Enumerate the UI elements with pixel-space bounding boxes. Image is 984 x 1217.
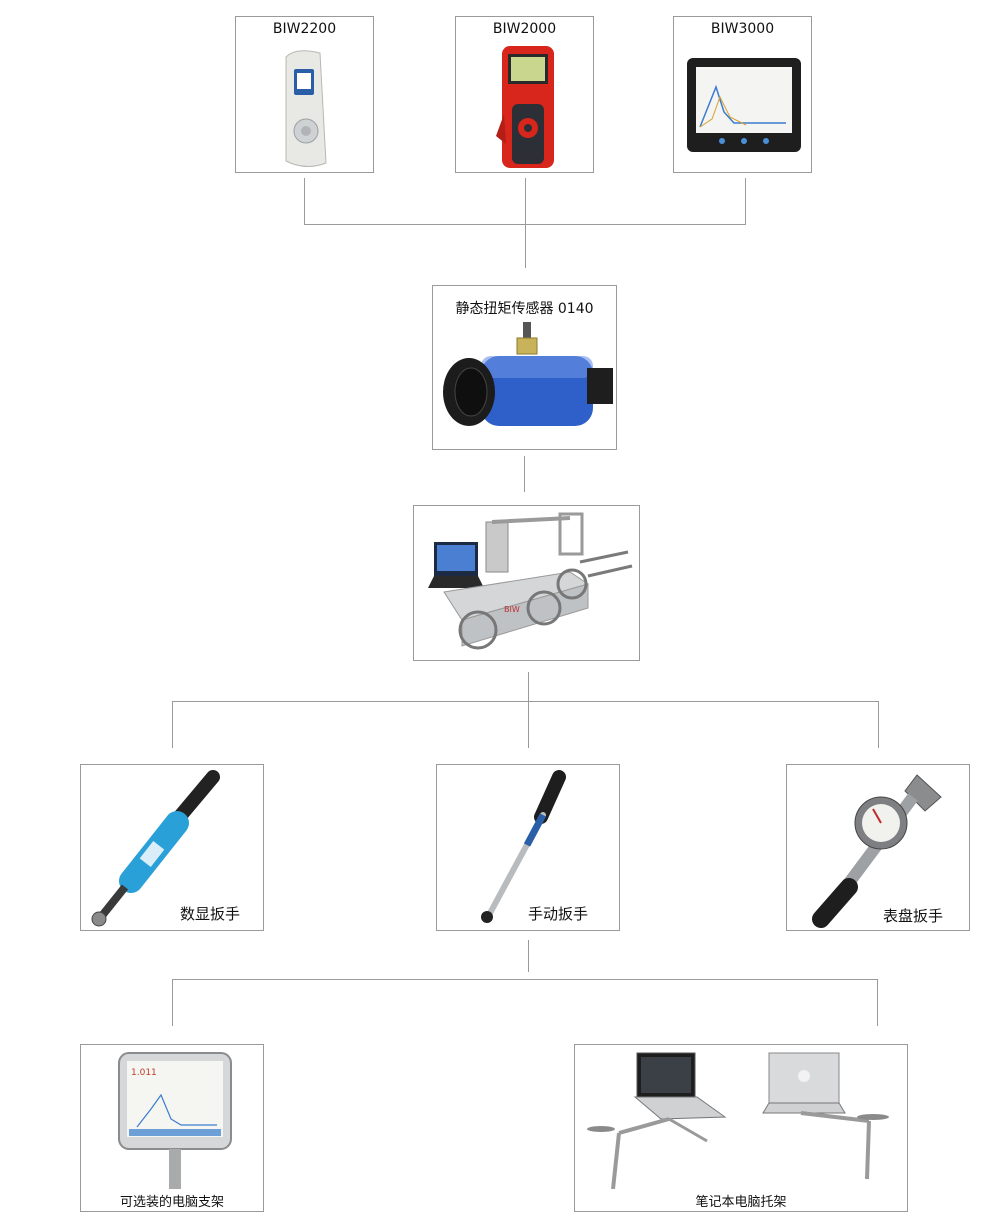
wrench-label-dial: 表盘扳手 <box>883 907 944 925</box>
wrench-box-manual: 手动扳手 <box>436 764 620 931</box>
handheld-meter-icon <box>285 50 327 167</box>
wrench-label-manual: 手动扳手 <box>528 905 589 923</box>
calibration-bench-box: BIW <box>413 505 640 661</box>
tablet-display-icon <box>687 58 801 152</box>
laptop-stand-icon <box>587 1052 889 1189</box>
wrench-box-dial: 表盘扳手 <box>786 764 970 931</box>
digital-wrench-icon <box>91 770 220 927</box>
device-label-biw2200: BIW2200 <box>272 21 337 37</box>
stand-box-computer: 1.011 可选装的电脑支架 <box>80 1044 264 1212</box>
svg-text:1.011: 1.011 <box>131 1068 157 1078</box>
wrench-box-digital: 数显扳手 <box>80 764 264 931</box>
device-box-biw2000: BIW2000 <box>455 16 594 173</box>
stand-label-laptop: 笔记本电脑托架 <box>695 1195 787 1210</box>
calibration-bench-icon: BIW <box>428 512 633 650</box>
wrench-label-digital: 数显扳手 <box>180 905 241 923</box>
device-label-biw3000: BIW3000 <box>710 21 775 37</box>
click-wrench-icon <box>481 770 566 923</box>
stand-box-laptop: 笔记本电脑托架 <box>574 1044 908 1212</box>
svg-text:BIW: BIW <box>504 605 520 614</box>
device-box-biw2200: BIW2200 <box>235 16 374 173</box>
sensor-box: 静态扭矩传感器 0140 <box>432 285 617 450</box>
device-box-biw3000: BIW3000 <box>673 16 812 173</box>
device-label-biw2000: BIW2000 <box>492 21 557 37</box>
monitor-stand-icon: 1.011 <box>118 1052 232 1189</box>
stand-label-computer: 可选装的电脑支架 <box>119 1195 224 1210</box>
sensor-label: 静态扭矩传感器 0140 <box>455 301 594 317</box>
torque-sensor-icon <box>443 322 613 426</box>
dial-wrench-icon <box>812 774 942 928</box>
red-handheld-meter-icon <box>496 46 554 168</box>
